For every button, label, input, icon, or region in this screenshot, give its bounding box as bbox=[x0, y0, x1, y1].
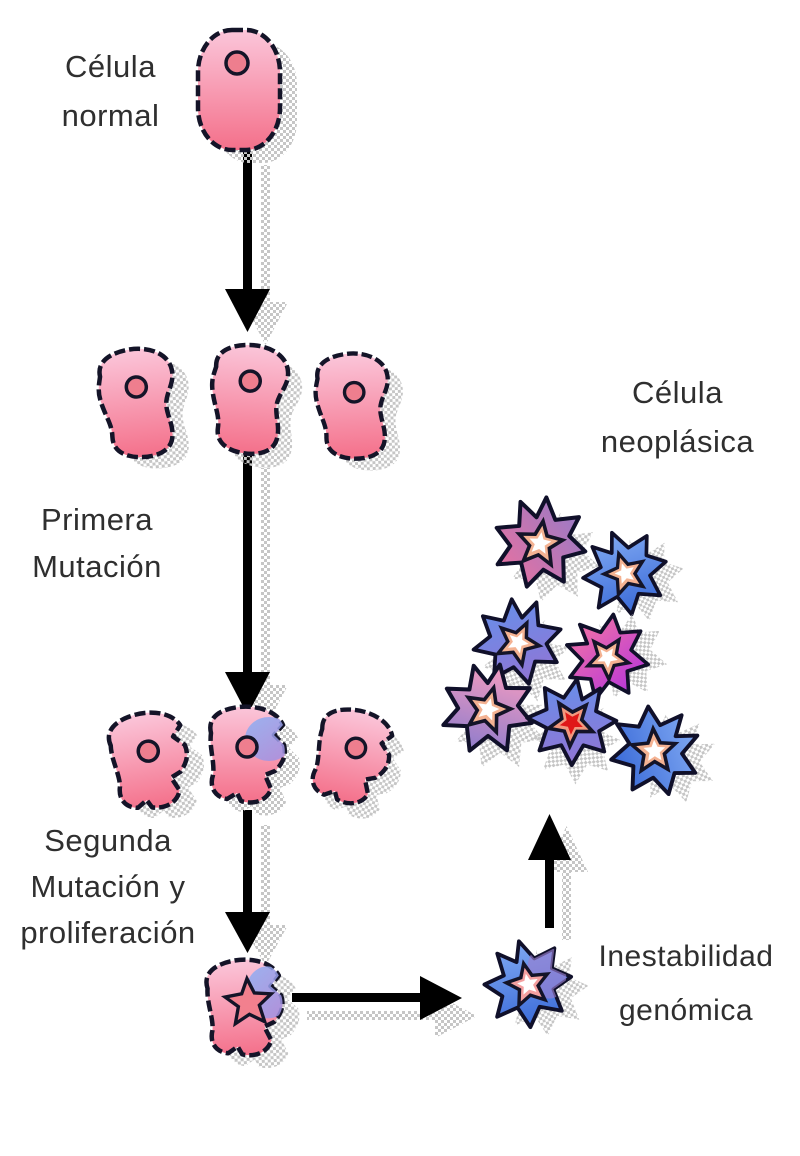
nucleus-icon bbox=[224, 50, 250, 76]
second-mutation-cell-3-icon bbox=[305, 704, 410, 826]
second-mutation-cell-1-icon bbox=[105, 704, 213, 825]
genomic-instability-label: Inestabilidad genómica bbox=[598, 940, 774, 1027]
arrow-down-1-icon bbox=[225, 152, 288, 345]
arrow-down-3-icon bbox=[225, 810, 288, 966]
normal-cell-label: Célula normal bbox=[61, 49, 160, 133]
first-mutation-cell-3-icon bbox=[314, 351, 408, 473]
first-mutation-label: Primera Mutación bbox=[32, 502, 162, 584]
first-mutation-cell-1-icon bbox=[95, 344, 198, 473]
arrow-right-icon bbox=[292, 976, 477, 1038]
second-mutation-label: Segunda Mutación y proliferación bbox=[20, 823, 196, 950]
second-mutation-cell-2-icon bbox=[210, 707, 300, 816]
normal-cell-icon bbox=[195, 27, 297, 163]
neoplastic-cell-label: Célula neoplásica bbox=[600, 375, 755, 459]
first-mutation-cell-2-icon bbox=[207, 342, 304, 471]
neoplastic-cell-7-icon bbox=[596, 692, 731, 817]
arrow-up-icon bbox=[528, 814, 588, 940]
neoplastic-cell-1-icon bbox=[487, 489, 606, 610]
arrow-down-2-icon bbox=[225, 451, 288, 728]
neoplastic-cluster-icon bbox=[430, 489, 731, 817]
proliferating-cell-icon bbox=[205, 956, 303, 1071]
